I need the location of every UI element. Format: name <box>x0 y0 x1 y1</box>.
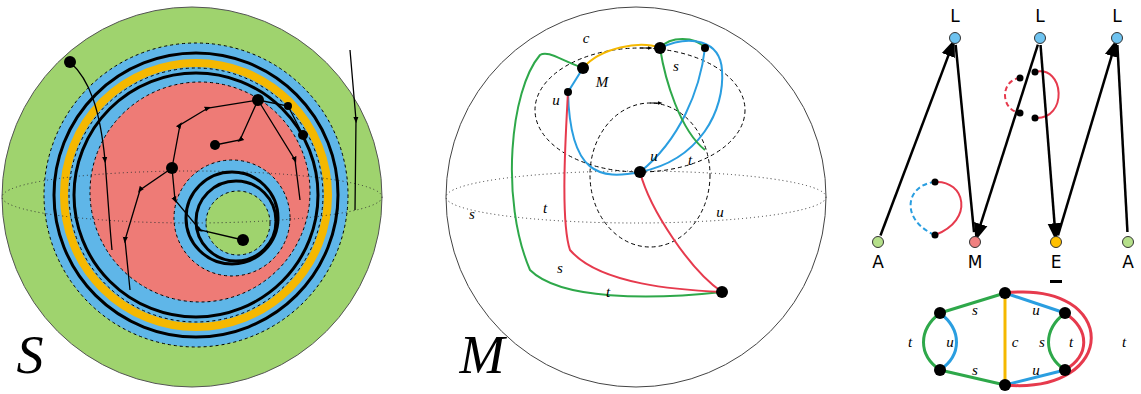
state-dot: M <box>969 236 981 248</box>
node-label: A <box>1122 254 1134 271</box>
sphere-name: M <box>460 328 505 382</box>
curve-label: s <box>972 363 978 378</box>
dot-shape <box>1122 236 1134 248</box>
curve-label: u <box>716 205 724 220</box>
sphere-m <box>446 7 826 387</box>
state-dot: L <box>1111 32 1123 44</box>
dot-shape <box>1050 236 1062 248</box>
transition-line <box>1058 48 1114 236</box>
curve-label: u <box>650 149 658 164</box>
curve-label: u <box>552 93 560 108</box>
inset-arcs <box>911 69 1062 284</box>
curve-label: u <box>1032 303 1040 318</box>
dot-shape <box>949 32 961 44</box>
node-label: L <box>950 8 959 25</box>
dot-shape <box>1034 32 1046 44</box>
transition-line <box>956 45 974 232</box>
curve-label: t <box>1069 335 1073 350</box>
curve-label: c <box>583 31 590 46</box>
curve-label: t <box>543 201 547 216</box>
state-dot: L <box>1034 32 1046 44</box>
sphere-s <box>2 7 382 387</box>
curve-label: s <box>673 59 679 74</box>
state-dot: L <box>949 32 961 44</box>
dot-shape <box>1111 32 1123 44</box>
curve-label: c <box>1012 335 1019 350</box>
node-label: L <box>1112 8 1121 25</box>
node-label: A <box>872 254 884 271</box>
sphere-name: S <box>17 328 44 382</box>
curve-label: u <box>1032 363 1040 378</box>
transition-line <box>880 47 951 235</box>
state-dot: A <box>1122 236 1134 248</box>
transition-line <box>978 45 1038 233</box>
node-label: L <box>1035 8 1044 25</box>
curve-label: M <box>596 75 609 90</box>
curve-label: s <box>972 303 978 318</box>
state-dot: E <box>1050 236 1062 248</box>
curve-label: t <box>688 153 692 168</box>
curve-label: s <box>557 261 563 276</box>
curve-label: t <box>606 285 610 300</box>
curve-label: t <box>1122 335 1126 350</box>
curve-label: s <box>1039 335 1045 350</box>
curve-label: u <box>946 335 954 350</box>
transition-line <box>1117 45 1127 232</box>
curve-label: s <box>469 207 475 222</box>
dot-shape <box>872 236 884 248</box>
node-label: E <box>1051 254 1062 271</box>
dot-shape <box>969 236 981 248</box>
node-label: M <box>968 254 983 271</box>
transition-line <box>1041 45 1056 232</box>
state-dot: A <box>872 236 884 248</box>
underline <box>1050 280 1062 283</box>
curve-label: t <box>908 335 912 350</box>
small-graph <box>924 287 1092 391</box>
